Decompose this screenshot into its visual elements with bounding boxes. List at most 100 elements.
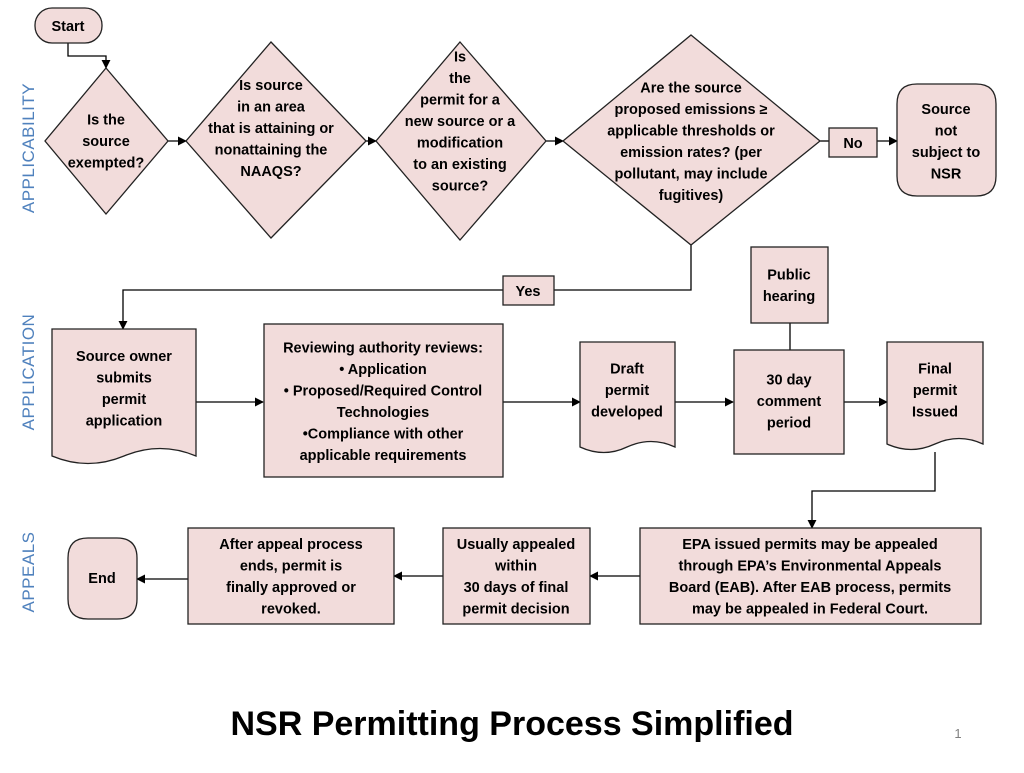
label-line: Start: [51, 19, 84, 35]
label-line: hearing: [763, 289, 815, 305]
yes-label: Yes: [516, 284, 541, 300]
label-line: Board (EAB). After EAB process, permits: [669, 580, 951, 596]
label-line: Yes: [516, 284, 541, 300]
label-line: fugitives): [659, 188, 724, 204]
label-line: period: [767, 416, 811, 432]
label-line: proposed emissions ≥: [615, 102, 768, 118]
label-line: permit: [913, 383, 957, 399]
label-line: Reviewing authority reviews:: [283, 340, 483, 356]
label-line: NAAQS?: [240, 164, 301, 180]
label-line: applicable thresholds or: [607, 123, 775, 139]
after-appeal-label: After appeal process ends, permit is final…: [219, 537, 362, 618]
label-line: • Proposed/Required Control: [284, 383, 482, 399]
label-line: • Application: [339, 362, 427, 378]
label-line: source: [82, 134, 130, 150]
label-line: exempted?: [68, 156, 145, 172]
label-line: After appeal process: [219, 537, 362, 553]
no-label: No: [843, 136, 862, 152]
label-line: ends, permit is: [240, 558, 342, 574]
public-hearing-box: Public hearing: [750, 246, 829, 324]
start-label: Start: [51, 19, 84, 35]
end-label: End: [88, 571, 115, 587]
decision-exempted-label: Is the source exempted?: [68, 113, 145, 172]
owner-submits-label: Source owner submits permit application: [76, 349, 172, 430]
label-line: modification: [417, 136, 503, 152]
start-terminator: Start: [34, 7, 103, 44]
label-line: Source: [921, 102, 970, 118]
comment-period-label: 30 day comment period: [757, 373, 822, 432]
label-line: Issued: [912, 405, 958, 421]
label-line: permit for a: [420, 93, 501, 109]
label-line: the: [449, 71, 471, 87]
connector-final-to-epa: [807, 452, 936, 529]
label-line: Are the source: [640, 80, 742, 96]
label-line: to an existing: [413, 157, 506, 173]
label-line: Usually appealed: [457, 537, 575, 553]
label-line: nonattaining the: [215, 143, 328, 159]
label-line: that is attaining or: [208, 121, 334, 137]
decision-exempted: Is the source exempted?: [44, 66, 169, 216]
label-line: 30 days of final: [464, 580, 569, 596]
label-line: may be appealed in Federal Court.: [692, 601, 928, 617]
label-line: application: [86, 413, 163, 429]
label-line: new source or a: [405, 114, 516, 130]
label-line: applicable requirements: [300, 448, 467, 464]
yes-label-box: Yes: [502, 275, 555, 306]
not-subject-label: Source not subject to NSR: [912, 102, 981, 183]
label-line: developed: [591, 405, 663, 421]
slide-title: NSR Permitting Process Simplified: [230, 705, 793, 743]
comment-period-box: 30 day comment period: [733, 349, 845, 455]
label-line: in an area: [237, 100, 306, 116]
label-line: 30 day: [766, 373, 811, 389]
decision-emission-thresholds: Are the source proposed emissions ≥ applic…: [561, 34, 822, 246]
label-line: Is: [454, 50, 466, 66]
label-line: •Compliance with other: [303, 426, 464, 442]
label-line: not: [935, 123, 958, 139]
public-hearing-label: Public hearing: [763, 267, 815, 305]
label-line: subject to: [912, 145, 981, 161]
after-appeal-box: After appeal process ends, permit is final…: [187, 527, 395, 625]
page-number: 1: [954, 726, 961, 741]
no-label-box: No: [828, 127, 878, 158]
label-line: through EPA’s Environmental Appeals: [679, 558, 942, 574]
label-line: Is the: [87, 113, 125, 129]
decision-attainment-label: Is source in an area that is attaining or n…: [208, 78, 334, 180]
label-line: within: [494, 558, 537, 574]
lane-label-application: APPLICATION: [19, 314, 38, 431]
decision-thresholds-label: Are the source proposed emissions ≥ applic…: [607, 80, 775, 204]
label-line: comment: [757, 394, 822, 410]
label-line: No: [843, 136, 862, 152]
label-line: finally approved or: [226, 580, 356, 596]
decision-attainment-area: Is source in an area that is attaining or n…: [185, 41, 367, 239]
lane-label-appeals: APPEALS: [19, 532, 38, 613]
label-line: Draft: [610, 362, 644, 378]
label-line: End: [88, 571, 115, 587]
label-line: Source owner: [76, 349, 172, 365]
owner-submits-document: Source owner submits permit application: [51, 328, 197, 465]
reviewing-authority-box: Reviewing authority reviews: • Applicatio…: [263, 323, 504, 478]
label-line: source?: [432, 179, 489, 195]
lane-label-applicability: APPLICABILITY: [19, 83, 38, 213]
label-line: Final: [918, 362, 952, 378]
label-line: revoked.: [261, 601, 321, 617]
label-line: pollutant, may include: [614, 166, 767, 182]
label-line: submits: [96, 370, 152, 386]
label-line: emission rates? (per: [620, 145, 762, 161]
label-line: Public: [767, 267, 811, 283]
decision-new-or-modification: Is the permit for a new source or a modifica…: [375, 41, 547, 241]
label-line: Is source: [239, 78, 303, 94]
connector-start-to-exempted: [67, 43, 111, 69]
connector-thresholds-to-yes: [554, 245, 692, 291]
label-line: NSR: [931, 166, 962, 182]
label-line: permit: [102, 392, 146, 408]
end-terminator: End: [67, 537, 138, 620]
